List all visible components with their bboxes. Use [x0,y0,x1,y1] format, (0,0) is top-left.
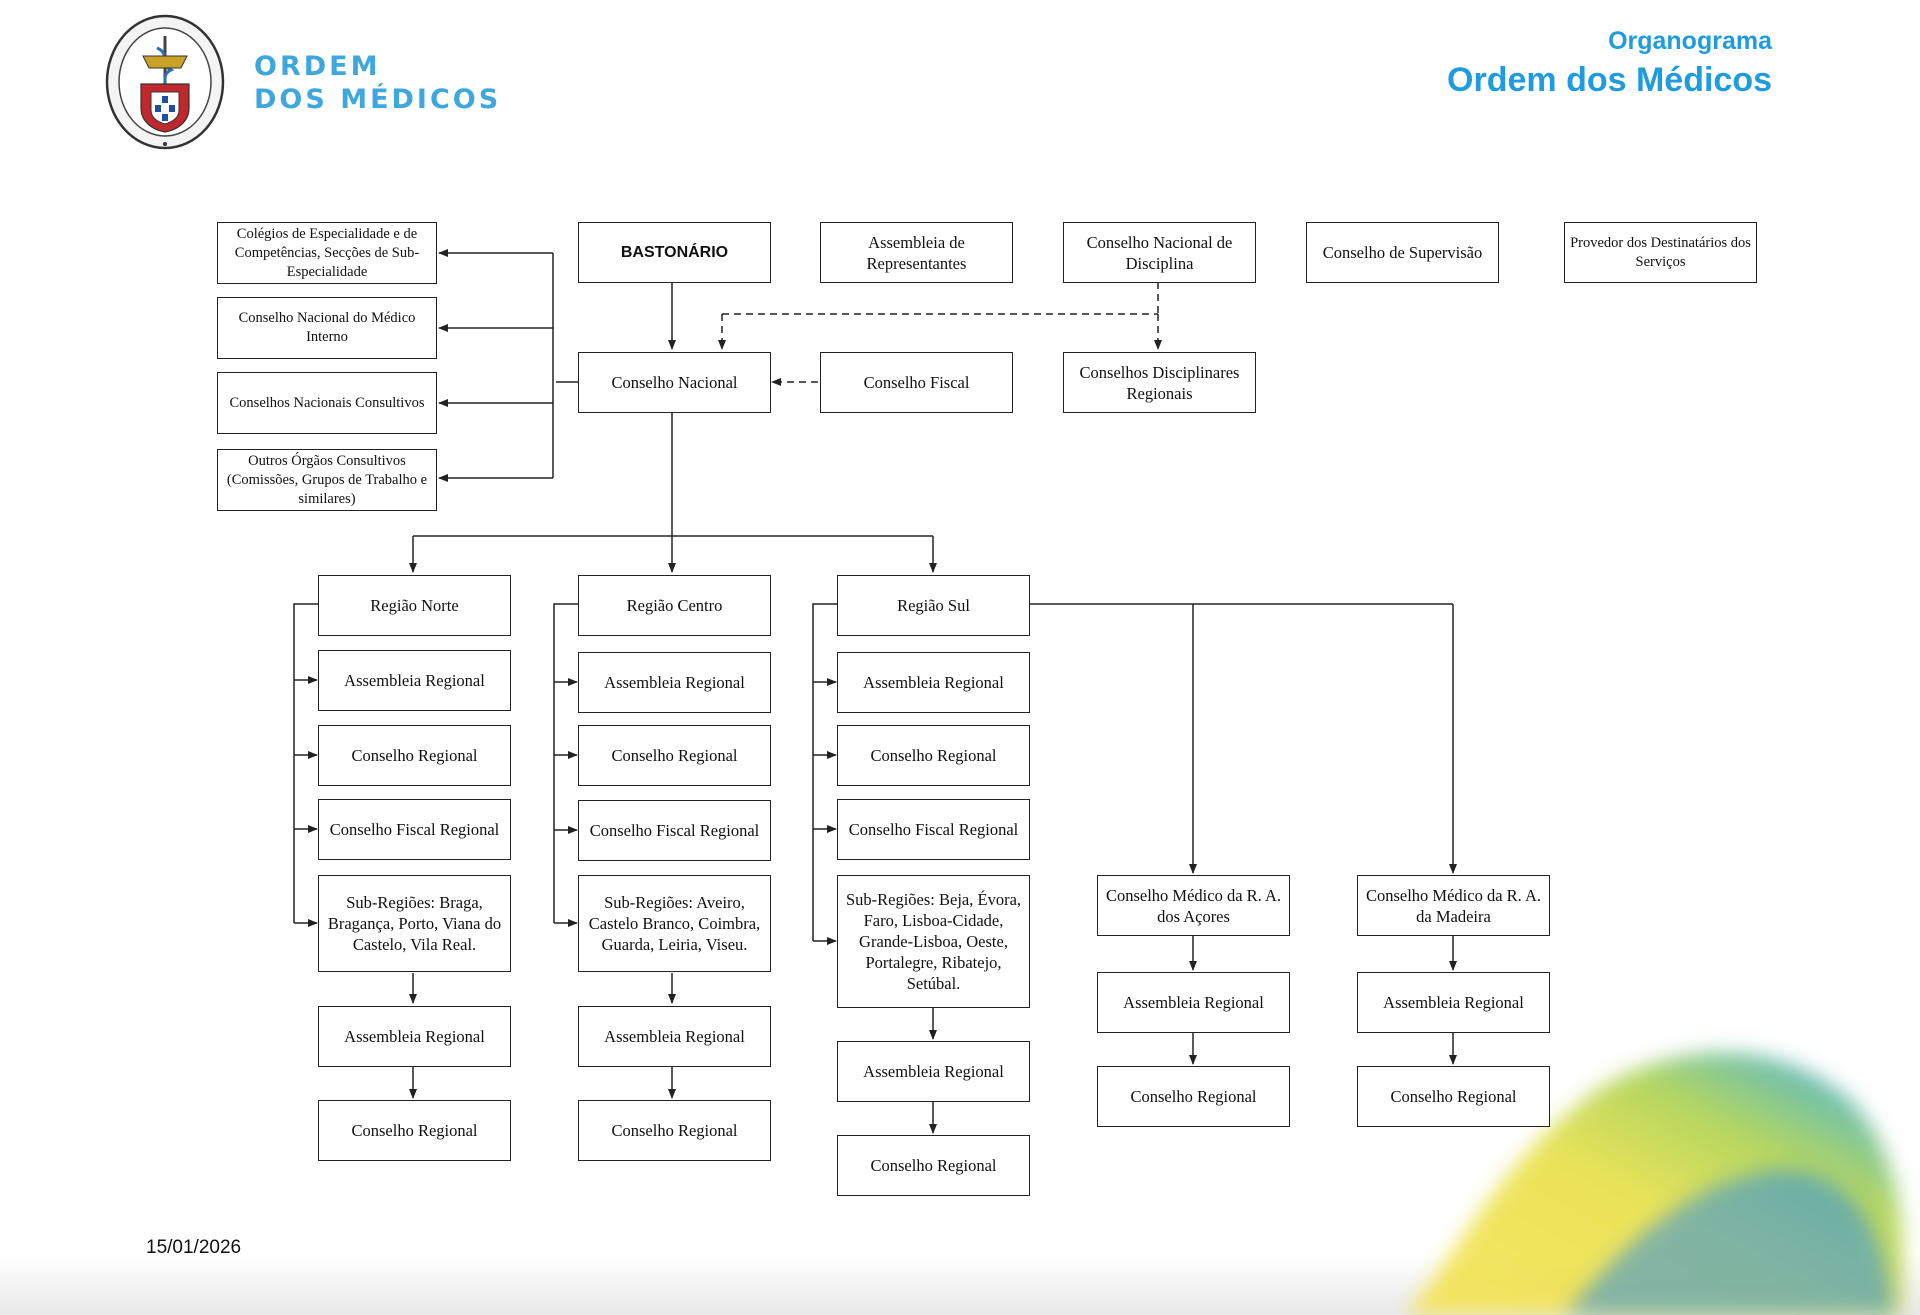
box-colegios-especialidade: Colégios de Especialidade e de Competênc… [217,222,437,284]
box-assembleia-representantes: Assembleia de Representantes [820,222,1013,283]
box-sul-conselho-fiscal-regional: Conselho Fiscal Regional [837,799,1030,860]
box-norte-sub-regioes: Sub-Regiões: Braga, Bragança, Porto, Via… [318,875,511,972]
box-centro-assembleia-regional: Assembleia Regional [578,652,771,713]
brand-line-2: DOS MÉDICOS [254,84,502,115]
box-outros-orgaos-consultivos: Outros Órgãos Consultivos (Comissões, Gr… [217,449,437,511]
box-madeira-assembleia-regional: Assembleia Regional [1357,972,1550,1033]
box-sul-assembleia-regional: Assembleia Regional [837,652,1030,713]
box-bastonario: BASTONÁRIO [578,222,771,283]
decorative-gradient-shape [1405,1052,1903,1315]
ordem-dos-medicos-seal-logo [105,14,225,150]
box-acores-assembleia-regional: Assembleia Regional [1097,972,1290,1033]
box-centro-sub-regioes: Sub-Regiões: Aveiro, Castelo Branco, Coi… [578,875,771,972]
box-conselho-medico-madeira: Conselho Médico da R. A. da Madeira [1357,875,1550,936]
brand-line-1: ORDEM [254,51,381,82]
box-centro-sub-conselho-regional: Conselho Regional [578,1100,771,1161]
box-norte-sub-assembleia-regional: Assembleia Regional [318,1006,511,1067]
box-norte-conselho-regional: Conselho Regional [318,725,511,786]
box-centro-conselho-regional: Conselho Regional [578,725,771,786]
box-conselhos-disciplinares-regionais: Conselhos Disciplinares Regionais [1063,352,1256,413]
page-header: Organograma Ordem dos Médicos [1447,24,1772,102]
box-centro-conselho-fiscal-regional: Conselho Fiscal Regional [578,800,771,861]
footer-date: 15/01/2026 [146,1237,242,1258]
page-title: Ordem dos Médicos [1447,61,1772,99]
box-regiao-centro: Região Centro [578,575,771,636]
box-norte-assembleia-regional: Assembleia Regional [318,650,511,711]
box-centro-sub-assembleia-regional: Assembleia Regional [578,1006,771,1067]
box-sul-conselho-regional: Conselho Regional [837,725,1030,786]
box-conselho-nacional: Conselho Nacional [578,352,771,413]
box-norte-conselho-fiscal-regional: Conselho Fiscal Regional [318,799,511,860]
box-norte-sub-conselho-regional: Conselho Regional [318,1100,511,1161]
box-sul-sub-regioes: Sub-Regiões: Beja, Évora, Faro, Lisboa-C… [837,875,1030,1008]
box-madeira-conselho-regional: Conselho Regional [1357,1066,1550,1127]
box-provedor-destinatarios: Provedor dos Destinatários dos Serviços [1564,222,1757,283]
box-conselho-medico-acores: Conselho Médico da R. A. dos Açores [1097,875,1290,936]
box-acores-conselho-regional: Conselho Regional [1097,1066,1290,1127]
box-regiao-sul: Região Sul [837,575,1030,636]
box-conselho-fiscal: Conselho Fiscal [820,352,1013,413]
page-subtitle: Organograma [1608,27,1772,55]
box-conselho-medico-interno: Conselho Nacional do Médico Interno [217,297,437,359]
box-conselho-nacional-disciplina: Conselho Nacional de Disciplina [1063,222,1256,283]
box-sul-sub-conselho-regional: Conselho Regional [837,1135,1030,1196]
box-conselhos-nacionais-consultivos: Conselhos Nacionais Consultivos [217,372,437,434]
box-conselho-supervisao: Conselho de Supervisão [1306,222,1499,283]
box-regiao-norte: Região Norte [318,575,511,636]
brand-wordmark: ORDEM DOS MÉDICOS [254,50,501,116]
box-sul-sub-assembleia-regional: Assembleia Regional [837,1041,1030,1102]
